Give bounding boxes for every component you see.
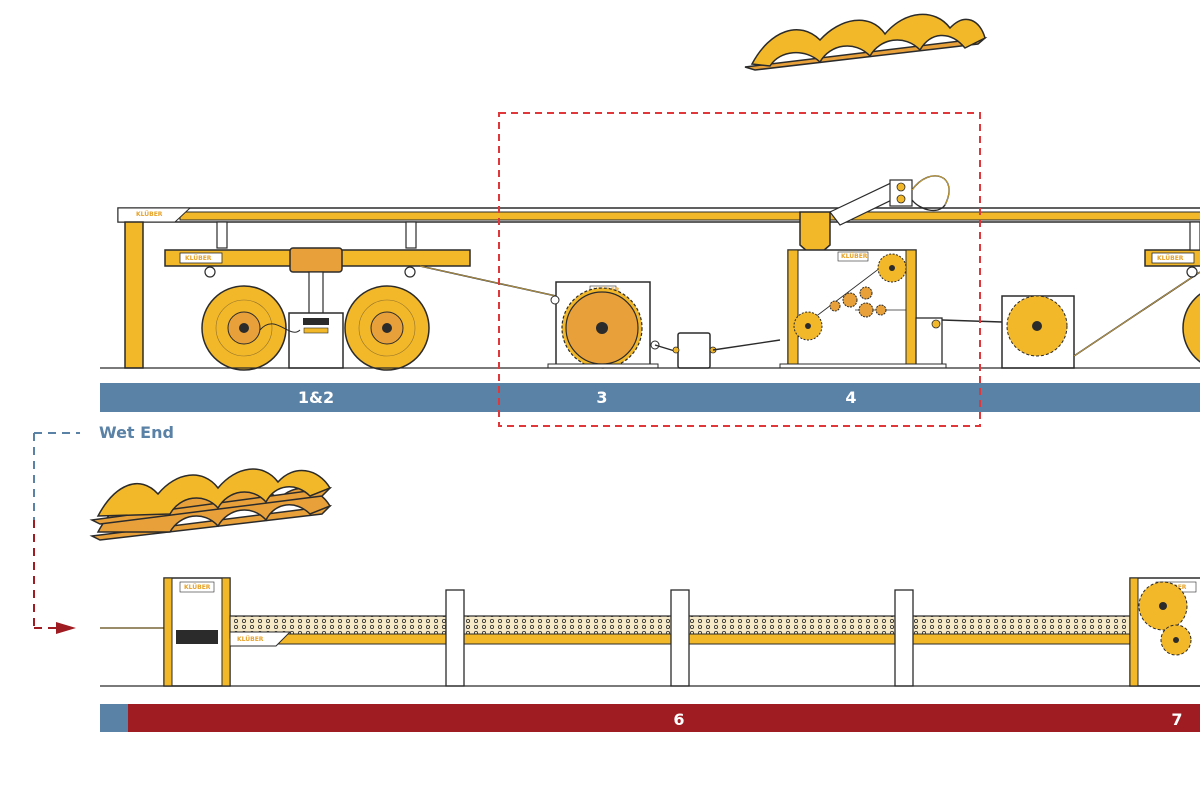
- svg-text:KLÜBER: KLÜBER: [184, 584, 211, 591]
- svg-text:KLÜBER: KLÜBER: [1157, 255, 1184, 262]
- single-facer-4: KLÜBER: [779, 175, 950, 369]
- dry-end-machines: KLÜBER KLÜBER KLÜBER: [100, 577, 1200, 687]
- stage-label-3: 3: [596, 388, 608, 407]
- preheater-3: KLÜBER: [547, 281, 660, 369]
- roll-stand-right-partial: KLÜBER: [1144, 221, 1200, 363]
- wet-end-label: Wet End: [99, 423, 174, 442]
- wet-end-stage-bar-tail: [100, 704, 128, 732]
- roll-stand-1-2: KLÜBER: [164, 221, 471, 371]
- stage-label-6: 6: [673, 710, 685, 729]
- stage-label-4: 4: [845, 388, 857, 407]
- stage-label-7: 7: [1171, 710, 1183, 729]
- wet-end-stage-bar: [100, 383, 1200, 412]
- stage-label-1-2: 1&2: [297, 388, 335, 407]
- svg-text:KLÜBER: KLÜBER: [841, 253, 868, 260]
- bridge-unit: [1001, 271, 1200, 369]
- flow-connector-arrow: [33, 432, 80, 634]
- brand-logo-rail: KLÜBER: [136, 211, 163, 218]
- svg-text:KLÜBER: KLÜBER: [237, 636, 264, 643]
- double-wall-board-icon: [89, 468, 333, 541]
- single-face-board-icon: [744, 13, 988, 71]
- highlight-box: [498, 112, 981, 427]
- steam-conditioner: [677, 332, 711, 369]
- wet-end-machines: KLÜBER KLÜBER: [100, 175, 1200, 371]
- svg-text:KLÜBER: KLÜBER: [185, 255, 212, 262]
- dry-end-stage-bar: [128, 704, 1200, 732]
